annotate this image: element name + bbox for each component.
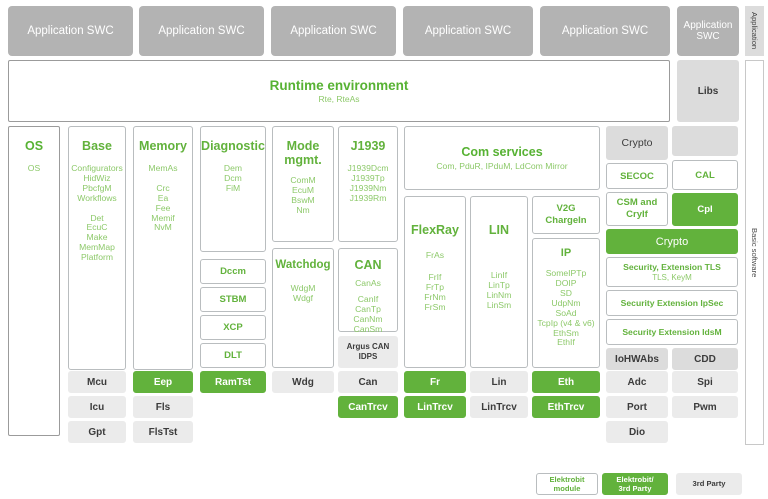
driver-pwm[interactable]: Pwm — [672, 396, 738, 418]
driver-ethtrcv[interactable]: EthTrcv — [532, 396, 600, 418]
crypto-3rd-party-box[interactable]: Crypto — [606, 126, 668, 160]
cal-box[interactable]: CAL — [672, 160, 738, 190]
mode-mgmt-column[interactable]: Mode mgmt. ComM EcuM BswM Nm — [272, 126, 334, 242]
os-items: OS — [27, 163, 41, 173]
flexray-column[interactable]: FlexRay FrAs FrIf FrTp FrNm FrSm — [404, 196, 466, 368]
driver-dio[interactable]: Dio — [606, 421, 668, 443]
lin-items: LinIf LinTp LinNm LinSm — [486, 270, 512, 310]
security-tls-title: Security, Extension TLS — [623, 261, 721, 272]
diagnostic-xcp[interactable]: XCP — [200, 315, 266, 340]
csm-cryif-box[interactable]: CSM and CryIf — [606, 192, 668, 226]
mode-mgmt-items: ComM EcuM BswM Nm — [290, 175, 316, 215]
com-services-subtitle: Com, PduR, IPduM, LdCom Mirror — [436, 160, 568, 171]
iohwabs-box[interactable]: IoHWAbs — [606, 348, 668, 370]
ip-column[interactable]: IP SomeIPTp DOIP SD UdpNm SoAd TcpIp (v4… — [532, 238, 600, 368]
libs-box[interactable]: Libs — [677, 60, 739, 122]
cpl-box[interactable]: CpI — [672, 193, 738, 226]
crypto-upper-right-filler — [672, 126, 738, 156]
ip-items: SomeIPTp DOIP SD UdpNm SoAd TcpIp (v4 & … — [537, 268, 595, 348]
j1939-title: J1939 — [350, 139, 386, 153]
lin-title: LIN — [488, 223, 510, 237]
legend-elektrobit-3rd-party: Elektrobit/ 3rd Party — [602, 473, 668, 495]
diagnostic-title: Diagnostic — [201, 139, 265, 153]
base-group-1: Configurators HidWiz PbcfgM Workflows — [71, 163, 123, 203]
ip-title: IP — [560, 247, 572, 259]
application-layer-label: Application — [745, 6, 764, 56]
security-extension-ipsec[interactable]: Security Extension IpSec — [606, 290, 738, 316]
can-group-2: CanIf CanTp CanNm CanSm — [353, 293, 383, 334]
flexray-group-2: FrIf FrTp FrNm FrSm — [424, 271, 446, 312]
base-column[interactable]: Base Configurators HidWiz PbcfgM Workflo… — [68, 126, 126, 370]
watchdog-title: Watchdog — [275, 259, 331, 271]
can-title: CAN — [354, 258, 382, 272]
application-swc-3[interactable]: Application SWC — [271, 6, 396, 56]
driver-wdg[interactable]: Wdg — [272, 371, 334, 393]
flexray-group-1: FrAs — [425, 250, 445, 260]
diagnostic-dlt[interactable]: DLT — [200, 343, 266, 368]
driver-eep[interactable]: Eep — [133, 371, 193, 393]
driver-port[interactable]: Port — [606, 396, 668, 418]
basic-software-label: Basic software — [745, 60, 764, 445]
application-swc-2[interactable]: Application SWC — [139, 6, 264, 56]
lin-column[interactable]: LIN LinIf LinTp LinNm LinSm — [470, 196, 528, 368]
driver-cantrcv[interactable]: CanTrcv — [338, 396, 398, 418]
os-column[interactable]: OS OS — [8, 126, 60, 436]
j1939-items: J1939Dcm J1939Tp J1939Nm J1939Rm — [347, 163, 389, 203]
driver-spi[interactable]: Spi — [672, 371, 738, 393]
security-extension-tls[interactable]: Security, Extension TLS TLS, KeyM — [606, 257, 738, 287]
diagnostic-dccm[interactable]: Dccm — [200, 259, 266, 284]
memory-title: Memory — [139, 139, 187, 153]
com-services-title: Com services — [461, 144, 543, 159]
application-swc-4[interactable]: Application SWC — [403, 6, 533, 56]
j1939-column[interactable]: J1939 J1939Dcm J1939Tp J1939Nm J1939Rm — [338, 126, 398, 242]
security-tls-sub: TLS, KeyM — [652, 272, 692, 282]
application-swc-6[interactable]: Application SWC — [677, 6, 739, 56]
application-swc-1[interactable]: Application SWC — [8, 6, 133, 56]
crypto-green-bar[interactable]: Crypto — [606, 229, 738, 254]
driver-eth[interactable]: Eth — [532, 371, 600, 393]
flexray-title: FlexRay — [411, 223, 459, 237]
diagnostic-items: Dem Dcm FiM — [223, 163, 243, 193]
watchdog-items: WdgM Wdgf — [290, 282, 316, 303]
driver-adc[interactable]: Adc — [606, 371, 668, 393]
cdd-box[interactable]: CDD — [672, 348, 738, 370]
rte-title: Runtime environment — [269, 77, 409, 93]
v2g-chargein[interactable]: V2G ChargeIn — [532, 196, 600, 234]
driver-icu[interactable]: Icu — [68, 396, 126, 418]
application-vertical-text: Application — [750, 12, 759, 50]
rte-subtitle: Rte, RteAs — [318, 93, 360, 104]
driver-lintrcv-green[interactable]: LinTrcv — [404, 396, 466, 418]
driver-fls[interactable]: Fls — [133, 396, 193, 418]
can-column[interactable]: CAN CanAs CanIf CanTp CanNm CanSm — [338, 248, 398, 334]
driver-lin[interactable]: Lin — [470, 371, 528, 393]
driver-mcu[interactable]: Mcu — [68, 371, 126, 393]
driver-lintrcv-grey[interactable]: LinTrcv — [470, 396, 528, 418]
driver-gpt[interactable]: Gpt — [68, 421, 126, 443]
watchdog-column[interactable]: Watchdog WdgM Wdgf — [272, 248, 334, 368]
can-group-1: CanAs — [355, 278, 381, 288]
secoc-box[interactable]: SECOC — [606, 163, 668, 189]
os-title: OS — [24, 139, 44, 153]
basic-software-vertical-text: Basic software — [750, 227, 759, 278]
memory-group-2: Crc Ea Fee Memif NvM — [151, 182, 175, 233]
driver-flstst[interactable]: FlsTst — [133, 421, 193, 443]
diagnostic-stbm[interactable]: STBM — [200, 287, 266, 312]
memory-column[interactable]: Memory MemAs Crc Ea Fee Memif NvM — [133, 126, 193, 370]
mode-mgmt-title: Mode mgmt. — [284, 139, 322, 167]
base-group-2: Det EcuC Make MemMap Platform — [79, 212, 115, 262]
base-title: Base — [82, 139, 112, 153]
driver-can[interactable]: Can — [338, 371, 398, 393]
memory-group-1: MemAs — [148, 163, 178, 173]
argus-can-idps[interactable]: Argus CAN IDPS — [338, 336, 398, 368]
legend-3rd-party: 3rd Party — [676, 473, 742, 495]
diagnostic-column[interactable]: Diagnostic Dem Dcm FiM — [200, 126, 266, 252]
com-services[interactable]: Com services Com, PduR, IPduM, LdCom Mir… — [404, 126, 600, 190]
driver-ramtst[interactable]: RamTst — [200, 371, 266, 393]
application-swc-5[interactable]: Application SWC — [540, 6, 670, 56]
runtime-environment[interactable]: Runtime environment Rte, RteAs — [8, 60, 670, 122]
driver-fr[interactable]: Fr — [404, 371, 466, 393]
security-extension-idsm[interactable]: Security Extension IdsM — [606, 319, 738, 345]
legend-elektrobit-module: Elektrobit module — [536, 473, 598, 495]
